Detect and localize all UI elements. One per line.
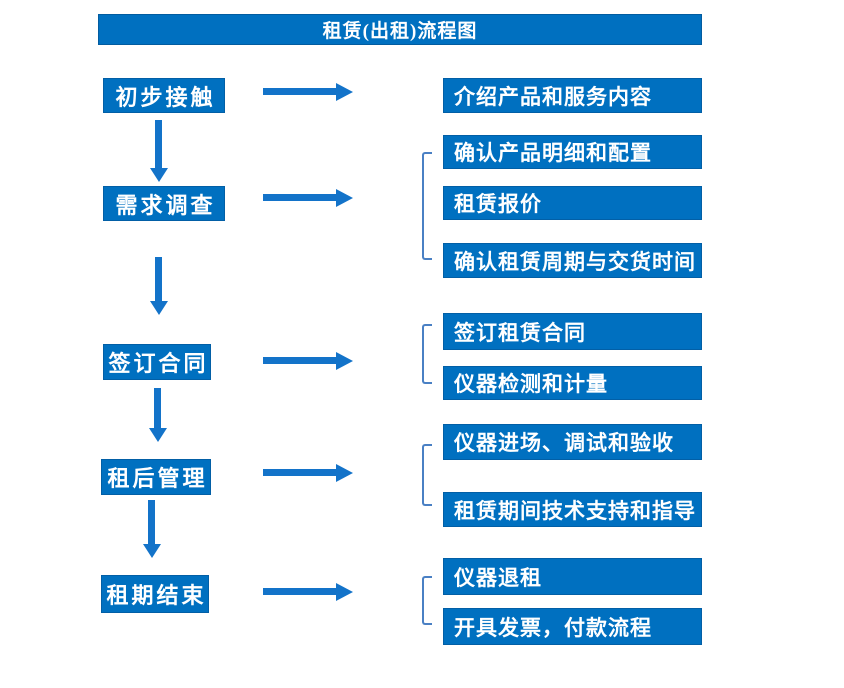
detail-instrument-return: 仪器退租 bbox=[443, 558, 702, 595]
step-initial-contact-label: 初步接触 bbox=[115, 84, 216, 110]
step-post-rental-management: 租后管理 bbox=[101, 459, 211, 495]
page-title: 租赁(出租)流程图 bbox=[322, 21, 478, 42]
detail-instrument-setup-acceptance: 仪器进场、调试和验收 bbox=[443, 424, 702, 460]
step-initial-contact: 初步接触 bbox=[103, 78, 225, 113]
right-arrow-step4 bbox=[263, 469, 336, 476]
detail-introduce-products-label: 介绍产品和服务内容 bbox=[454, 84, 652, 109]
down-arrow-step2-to-step3 bbox=[155, 257, 162, 301]
right-arrow-step1 bbox=[263, 88, 336, 95]
bracket-demand-survey-group bbox=[422, 152, 432, 260]
down-arrow-step4-to-step5 bbox=[148, 500, 155, 544]
down-arrow-step3-to-step4 bbox=[154, 388, 161, 428]
step-sign-contract-label: 签订合同 bbox=[108, 351, 209, 376]
detail-sign-rental-contract: 签订租赁合同 bbox=[443, 313, 702, 350]
detail-sign-rental-contract-label: 签订租赁合同 bbox=[454, 320, 586, 345]
detail-introduce-products: 介绍产品和服务内容 bbox=[443, 78, 702, 113]
step-post-rental-management-label: 租后管理 bbox=[107, 466, 208, 491]
detail-rental-quote: 租赁报价 bbox=[443, 186, 702, 220]
bracket-post-rental-group bbox=[422, 444, 432, 506]
detail-confirm-rental-period: 确认租赁周期与交货时间 bbox=[443, 243, 702, 278]
right-arrow-step2 bbox=[263, 194, 336, 201]
bracket-rental-end-group bbox=[422, 576, 432, 625]
title-bar: 租赁(出租)流程图 bbox=[98, 14, 702, 45]
detail-confirm-rental-period-label: 确认租赁周期与交货时间 bbox=[454, 249, 696, 274]
detail-instrument-setup-acceptance-label: 仪器进场、调试和验收 bbox=[454, 431, 674, 455]
right-arrow-step3 bbox=[263, 357, 336, 364]
detail-confirm-product-details-label: 确认产品明细和配置 bbox=[454, 141, 652, 165]
step-demand-survey: 需求调查 bbox=[103, 186, 225, 221]
detail-rental-quote-label: 租赁报价 bbox=[454, 192, 542, 216]
step-sign-contract: 签订合同 bbox=[103, 344, 211, 380]
step-demand-survey-label: 需求调查 bbox=[115, 192, 216, 218]
step-rental-end-label: 租期结束 bbox=[106, 583, 207, 608]
detail-instrument-return-label: 仪器退租 bbox=[454, 565, 542, 590]
step-rental-end: 租期结束 bbox=[101, 575, 209, 613]
detail-instrument-testing: 仪器检测和计量 bbox=[443, 366, 702, 400]
detail-invoice-payment: 开具发票，付款流程 bbox=[443, 608, 702, 645]
detail-invoice-payment-label: 开具发票，付款流程 bbox=[454, 615, 652, 640]
bracket-sign-contract-group bbox=[422, 324, 432, 384]
right-arrow-step5 bbox=[263, 588, 336, 595]
detail-confirm-product-details: 确认产品明细和配置 bbox=[443, 135, 702, 169]
detail-instrument-testing-label: 仪器检测和计量 bbox=[454, 372, 608, 396]
detail-technical-support: 租赁期间技术支持和指导 bbox=[443, 492, 702, 527]
down-arrow-step1-to-step2 bbox=[155, 120, 162, 168]
detail-technical-support-label: 租赁期间技术支持和指导 bbox=[454, 498, 696, 523]
